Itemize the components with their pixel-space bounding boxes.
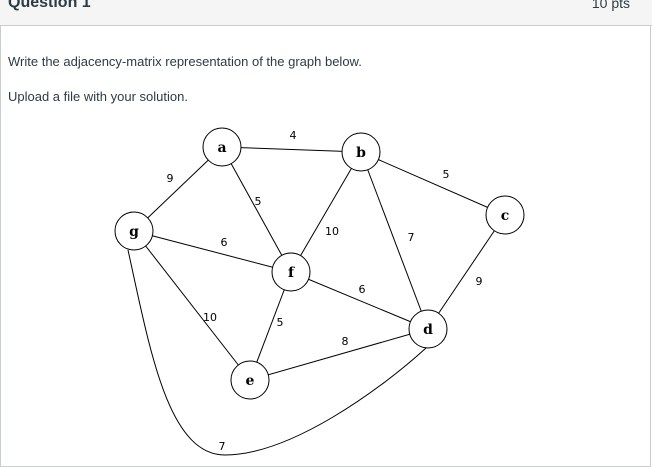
edge-c-d [427, 214, 506, 330]
edge-weight-b-f: 10 [325, 225, 339, 238]
upload-note: Upload a file with your solution. [8, 89, 188, 104]
node-b [341, 132, 381, 172]
node-a [202, 127, 242, 167]
edge-weight-g-f: 6 [221, 236, 228, 249]
edge-a-b [221, 146, 362, 153]
node-d [408, 309, 448, 349]
edge-b-c [360, 151, 506, 216]
edge-g-e [133, 230, 251, 381]
edge-weight-g-e: 10 [203, 311, 217, 324]
node-label-g: g [129, 224, 139, 240]
edge-weight-c-d: 9 [476, 275, 483, 288]
edge-a-f [221, 146, 292, 273]
edge-b-f [290, 151, 362, 273]
node-f [271, 252, 311, 292]
edge-weight-a-g: 9 [167, 172, 174, 185]
node-label-f: f [288, 265, 295, 281]
question-points: 10 pts [591, 0, 630, 11]
node-label-e: e [246, 373, 255, 389]
edge-weight-a-f: 5 [255, 195, 262, 208]
question-title: Question 1 [8, 0, 91, 11]
edge-b-d [360, 151, 429, 330]
edge-g-d [127, 249, 427, 456]
node-label-c: c [501, 208, 510, 224]
edge-weight-g-d: 7 [219, 440, 226, 453]
edge-weight-a-b: 4 [290, 129, 297, 142]
edge-weight-b-d: 7 [408, 231, 415, 244]
node-e [230, 360, 270, 400]
node-g [114, 211, 154, 251]
edge-f-d [290, 271, 429, 330]
question-header: Question 1 10 pts [0, 0, 652, 26]
edge-weight-f-d: 6 [359, 283, 366, 296]
edge-weight-f-e: 5 [277, 316, 284, 329]
edge-g-f [133, 230, 292, 273]
node-label-b: b [356, 145, 366, 161]
node-label-a: a [217, 140, 226, 156]
edge-a-g [133, 146, 223, 232]
node-label-d: d [423, 322, 433, 338]
edge-weight-e-d: 8 [342, 335, 349, 348]
node-c [485, 195, 525, 235]
edge-e-d [249, 328, 429, 381]
edge-weight-b-c: 5 [443, 168, 450, 181]
instruction-text: Write the adjacency-matrix representatio… [8, 54, 362, 69]
